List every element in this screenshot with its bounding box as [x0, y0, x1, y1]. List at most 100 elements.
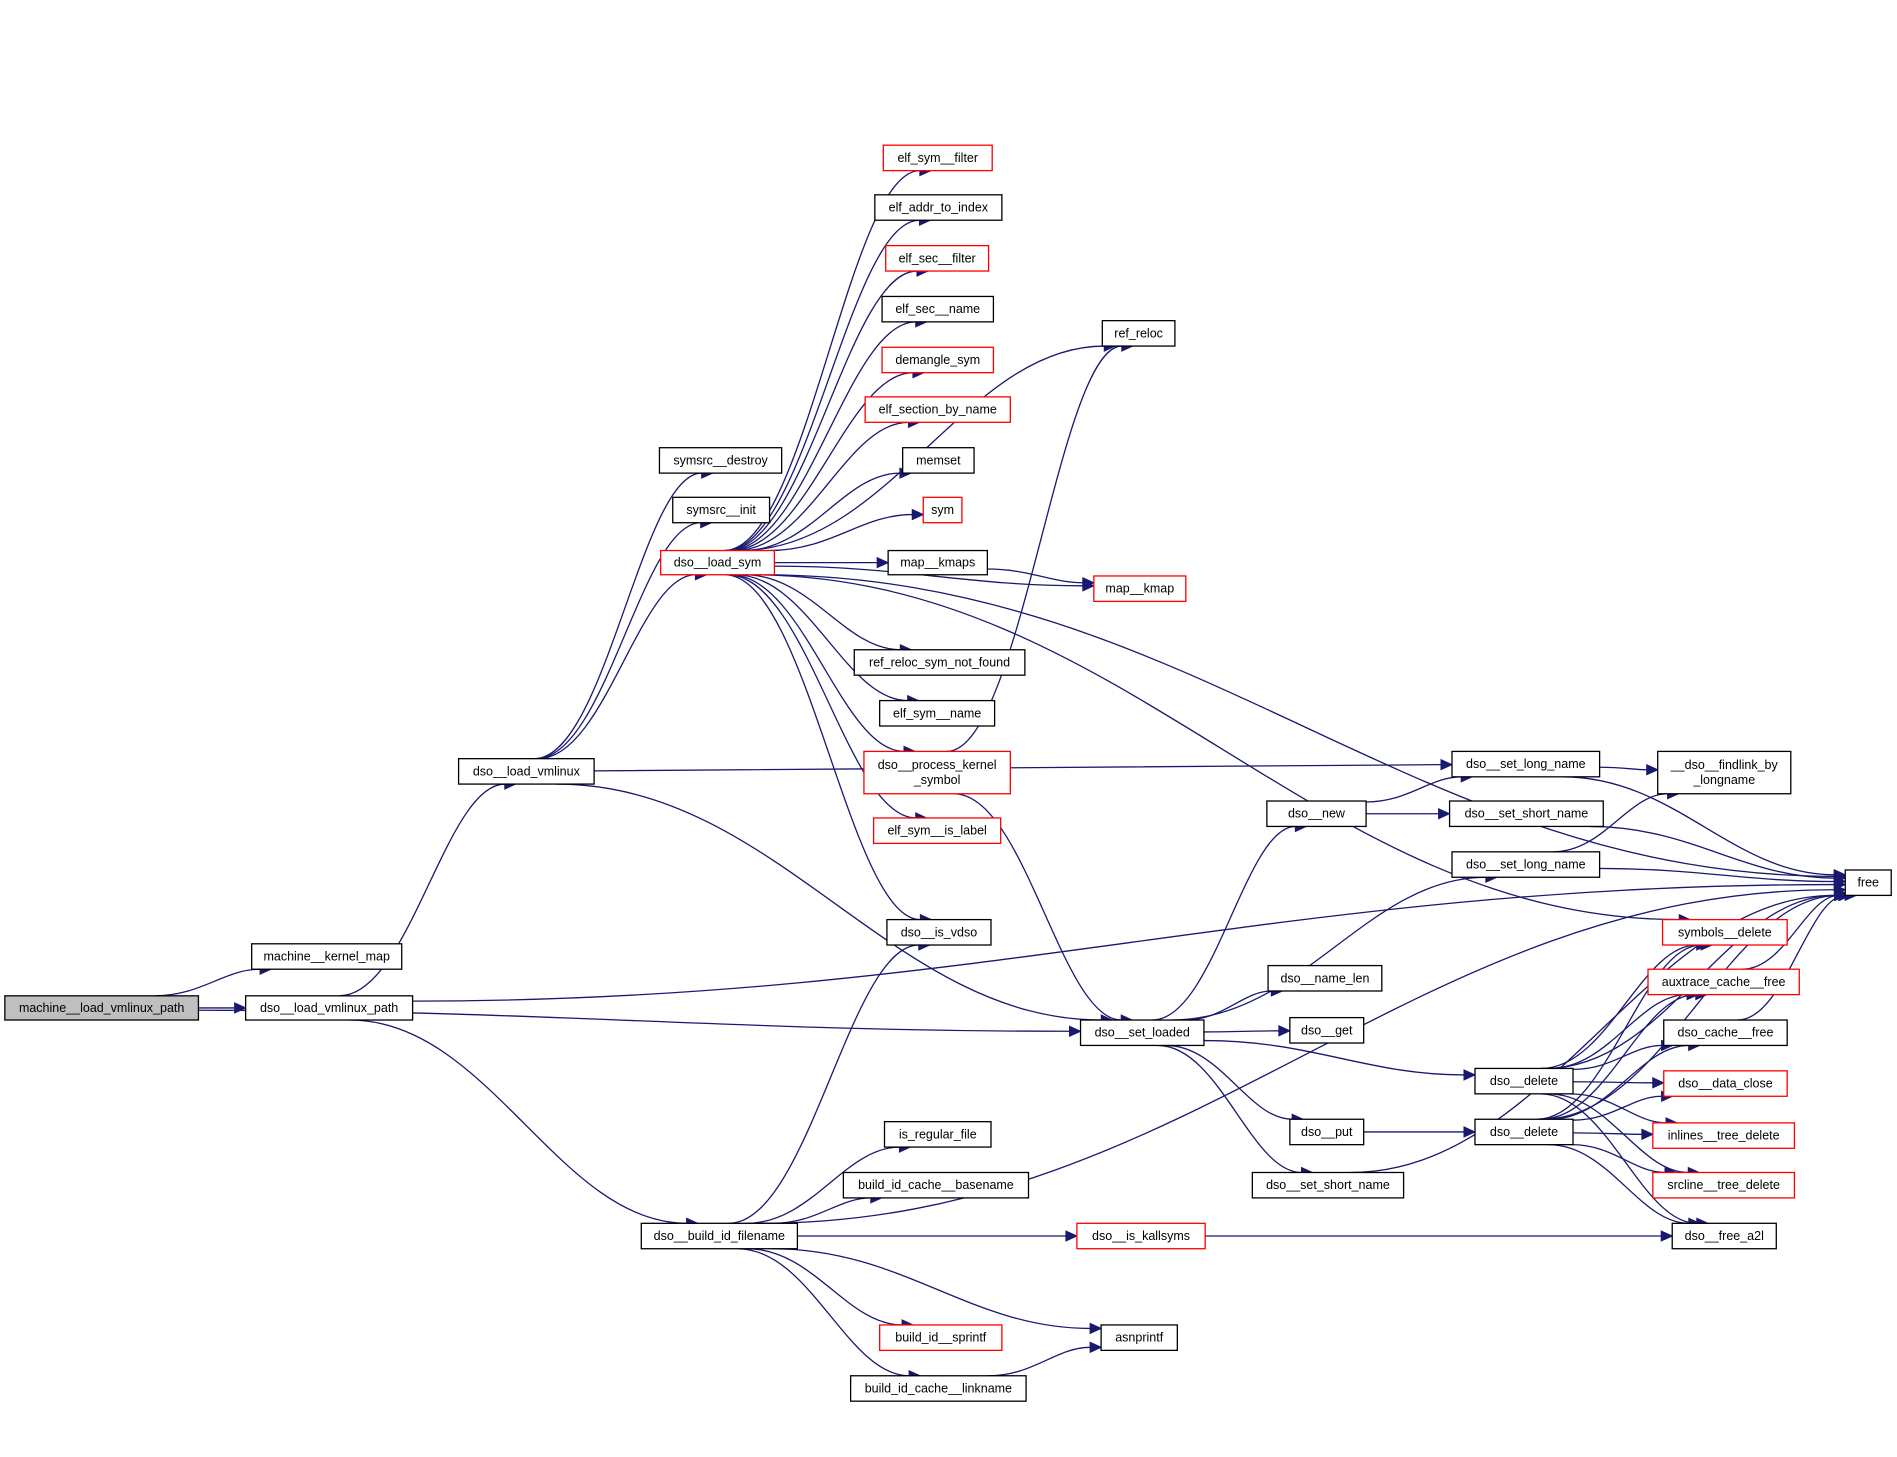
- graph-node-symsrc-destroy[interactable]: symsrc__destroy: [658, 447, 783, 474]
- node-box[interactable]: [1289, 1016, 1365, 1044]
- node-box[interactable]: [660, 549, 776, 576]
- node-box[interactable]: [872, 817, 1002, 845]
- node-box[interactable]: [1652, 1122, 1796, 1149]
- graph-node-dso-is-kallsyms[interactable]: dso__is_kallsyms: [1076, 1222, 1206, 1250]
- graph-node-dso-load-vmlinux-path[interactable]: dso__load_vmlinux_path: [244, 995, 414, 1021]
- graph-node-dso-is-vdso[interactable]: dso__is_vdso: [886, 918, 992, 946]
- graph-node-is-regular-file[interactable]: is_regular_file: [883, 1121, 992, 1148]
- node-box[interactable]: [251, 943, 403, 970]
- node-box[interactable]: [842, 1171, 1030, 1199]
- node-box[interactable]: [1474, 1067, 1574, 1095]
- node-box[interactable]: [885, 244, 990, 272]
- node-box[interactable]: [853, 649, 1026, 676]
- node-box[interactable]: [887, 549, 989, 576]
- node-box[interactable]: [1251, 1171, 1405, 1199]
- node-box[interactable]: [863, 750, 1012, 795]
- graph-node-dso-cache-free[interactable]: dso_cache__free: [1663, 1019, 1788, 1047]
- graph-node-sym[interactable]: sym: [922, 496, 963, 524]
- node-box[interactable]: [1663, 1019, 1788, 1047]
- node-box[interactable]: [1663, 1070, 1788, 1097]
- node-box[interactable]: [1448, 800, 1604, 828]
- node-box[interactable]: [1647, 968, 1800, 996]
- graph-node-elf-sym-name[interactable]: elf_sym__name: [879, 699, 996, 727]
- graph-node-dso-set-long-name-a[interactable]: dso__set_long_name: [1451, 750, 1601, 778]
- graph-node-dso-set-long-name-b[interactable]: dso__set_long_name: [1451, 851, 1601, 878]
- graph-node-elf-sec-filter[interactable]: elf_sec__filter: [885, 244, 990, 272]
- graph-node-demangle-sym[interactable]: demangle_sym: [881, 346, 995, 374]
- graph-node-symsrc-init[interactable]: symsrc__init: [672, 496, 771, 524]
- graph-node-machine-kernel-map[interactable]: machine__kernel_map: [251, 943, 403, 970]
- graph-node-dso-delete-b[interactable]: dso__delete: [1474, 1118, 1574, 1146]
- graph-node-memset[interactable]: memset: [902, 447, 975, 474]
- node-box[interactable]: [1093, 575, 1187, 603]
- node-box[interactable]: [902, 447, 975, 474]
- graph-node-dso-free-a2l[interactable]: dso__free_a2l: [1671, 1222, 1777, 1250]
- graph-node-ref-reloc-sym-not-found[interactable]: ref_reloc_sym_not_found: [853, 649, 1026, 676]
- node-box[interactable]: [874, 194, 1003, 221]
- graph-node-inlines-tree-delete[interactable]: inlines__tree_delete: [1652, 1122, 1796, 1149]
- node-box[interactable]: [879, 1324, 1003, 1352]
- graph-node-build-id-cache-basename[interactable]: build_id_cache__basename: [842, 1171, 1030, 1199]
- node-box[interactable]: [1474, 1118, 1574, 1146]
- graph-node-dso-get[interactable]: dso__get: [1289, 1016, 1365, 1044]
- graph-node-map-kmaps[interactable]: map__kmaps: [887, 549, 989, 576]
- node-box[interactable]: [881, 295, 995, 323]
- node-box[interactable]: [1451, 750, 1601, 778]
- graph-node-dso-findlink[interactable]: __dso__findlink_by_longname: [1657, 750, 1792, 795]
- node-box[interactable]: [1661, 918, 1788, 946]
- node-box[interactable]: [881, 346, 995, 374]
- node-box[interactable]: [922, 496, 963, 524]
- graph-node-build-id-sprintf[interactable]: build_id__sprintf: [879, 1324, 1003, 1352]
- graph-node-symbols-delete[interactable]: symbols__delete: [1661, 918, 1788, 946]
- node-box[interactable]: [1267, 964, 1383, 992]
- node-box[interactable]: [1657, 750, 1792, 795]
- node-box[interactable]: [1266, 800, 1367, 828]
- node-box[interactable]: [4, 995, 200, 1021]
- node-box[interactable]: [1451, 851, 1601, 878]
- node-box[interactable]: [879, 699, 996, 727]
- node-box[interactable]: [1101, 319, 1176, 347]
- node-box[interactable]: [849, 1375, 1027, 1402]
- graph-node-dso-delete-a[interactable]: dso__delete: [1474, 1067, 1574, 1095]
- node-box[interactable]: [244, 995, 414, 1021]
- graph-node-dso-name-len[interactable]: dso__name_len: [1267, 964, 1383, 992]
- node-box[interactable]: [1079, 1019, 1205, 1047]
- graph-node-dso-load-sym[interactable]: dso__load_sym: [660, 549, 776, 576]
- node-box[interactable]: [886, 918, 992, 946]
- graph-node-srcline-tree-delete[interactable]: srcline__tree_delete: [1652, 1171, 1796, 1199]
- graph-node-free[interactable]: free: [1844, 869, 1892, 897]
- graph-node-dso-set-loaded[interactable]: dso__set_loaded: [1079, 1019, 1205, 1047]
- node-box[interactable]: [1652, 1171, 1796, 1199]
- graph-node-ref-reloc[interactable]: ref_reloc: [1101, 319, 1176, 347]
- graph-node-elf-sym-is-label[interactable]: elf_sym__is_label: [872, 817, 1002, 845]
- graph-node-dso-set-short-name-b[interactable]: dso__set_short_name: [1251, 1171, 1405, 1199]
- node-box[interactable]: [1100, 1324, 1178, 1352]
- graph-node-dso-put[interactable]: dso__put: [1289, 1118, 1365, 1146]
- graph-node-dso-data-close[interactable]: dso__data_close: [1663, 1070, 1788, 1097]
- node-box[interactable]: [883, 1121, 992, 1148]
- graph-node-auxtrace-cache-free[interactable]: auxtrace_cache__free: [1647, 968, 1800, 996]
- graph-node-asnprintf[interactable]: asnprintf: [1100, 1324, 1178, 1352]
- graph-node-build-id-cache-linkname[interactable]: build_id_cache__linkname: [849, 1375, 1027, 1402]
- graph-node-dso-load-vmlinux[interactable]: dso__load_vmlinux: [457, 758, 595, 785]
- node-box[interactable]: [457, 758, 595, 785]
- graph-node-root[interactable]: machine__load_vmlinux_path: [4, 995, 200, 1021]
- graph-node-elf-sec-name[interactable]: elf_sec__name: [881, 295, 995, 323]
- graph-node-dso-process-kernel-symbol[interactable]: dso__process_kernel_symbol: [863, 750, 1012, 795]
- graph-node-dso-new[interactable]: dso__new: [1266, 800, 1367, 828]
- node-box[interactable]: [672, 496, 771, 524]
- graph-node-elf-section-by-name[interactable]: elf_section_by_name: [864, 396, 1012, 423]
- node-box[interactable]: [1844, 869, 1892, 897]
- graph-node-dso-build-id-filename[interactable]: dso__build_id_filename: [640, 1222, 799, 1250]
- node-box[interactable]: [640, 1222, 799, 1250]
- graph-node-map-kmap[interactable]: map__kmap: [1093, 575, 1187, 603]
- node-box[interactable]: [882, 144, 993, 172]
- graph-node-elf-addr-to-index[interactable]: elf_addr_to_index: [874, 194, 1003, 221]
- graph-node-elf-sym-filter[interactable]: elf_sym__filter: [882, 144, 993, 172]
- node-box[interactable]: [864, 396, 1012, 423]
- graph-node-dso-set-short-name-a[interactable]: dso__set_short_name: [1448, 800, 1604, 828]
- node-box[interactable]: [1289, 1118, 1365, 1146]
- node-box[interactable]: [658, 447, 783, 474]
- node-box[interactable]: [1076, 1222, 1206, 1250]
- node-box[interactable]: [1671, 1222, 1777, 1250]
